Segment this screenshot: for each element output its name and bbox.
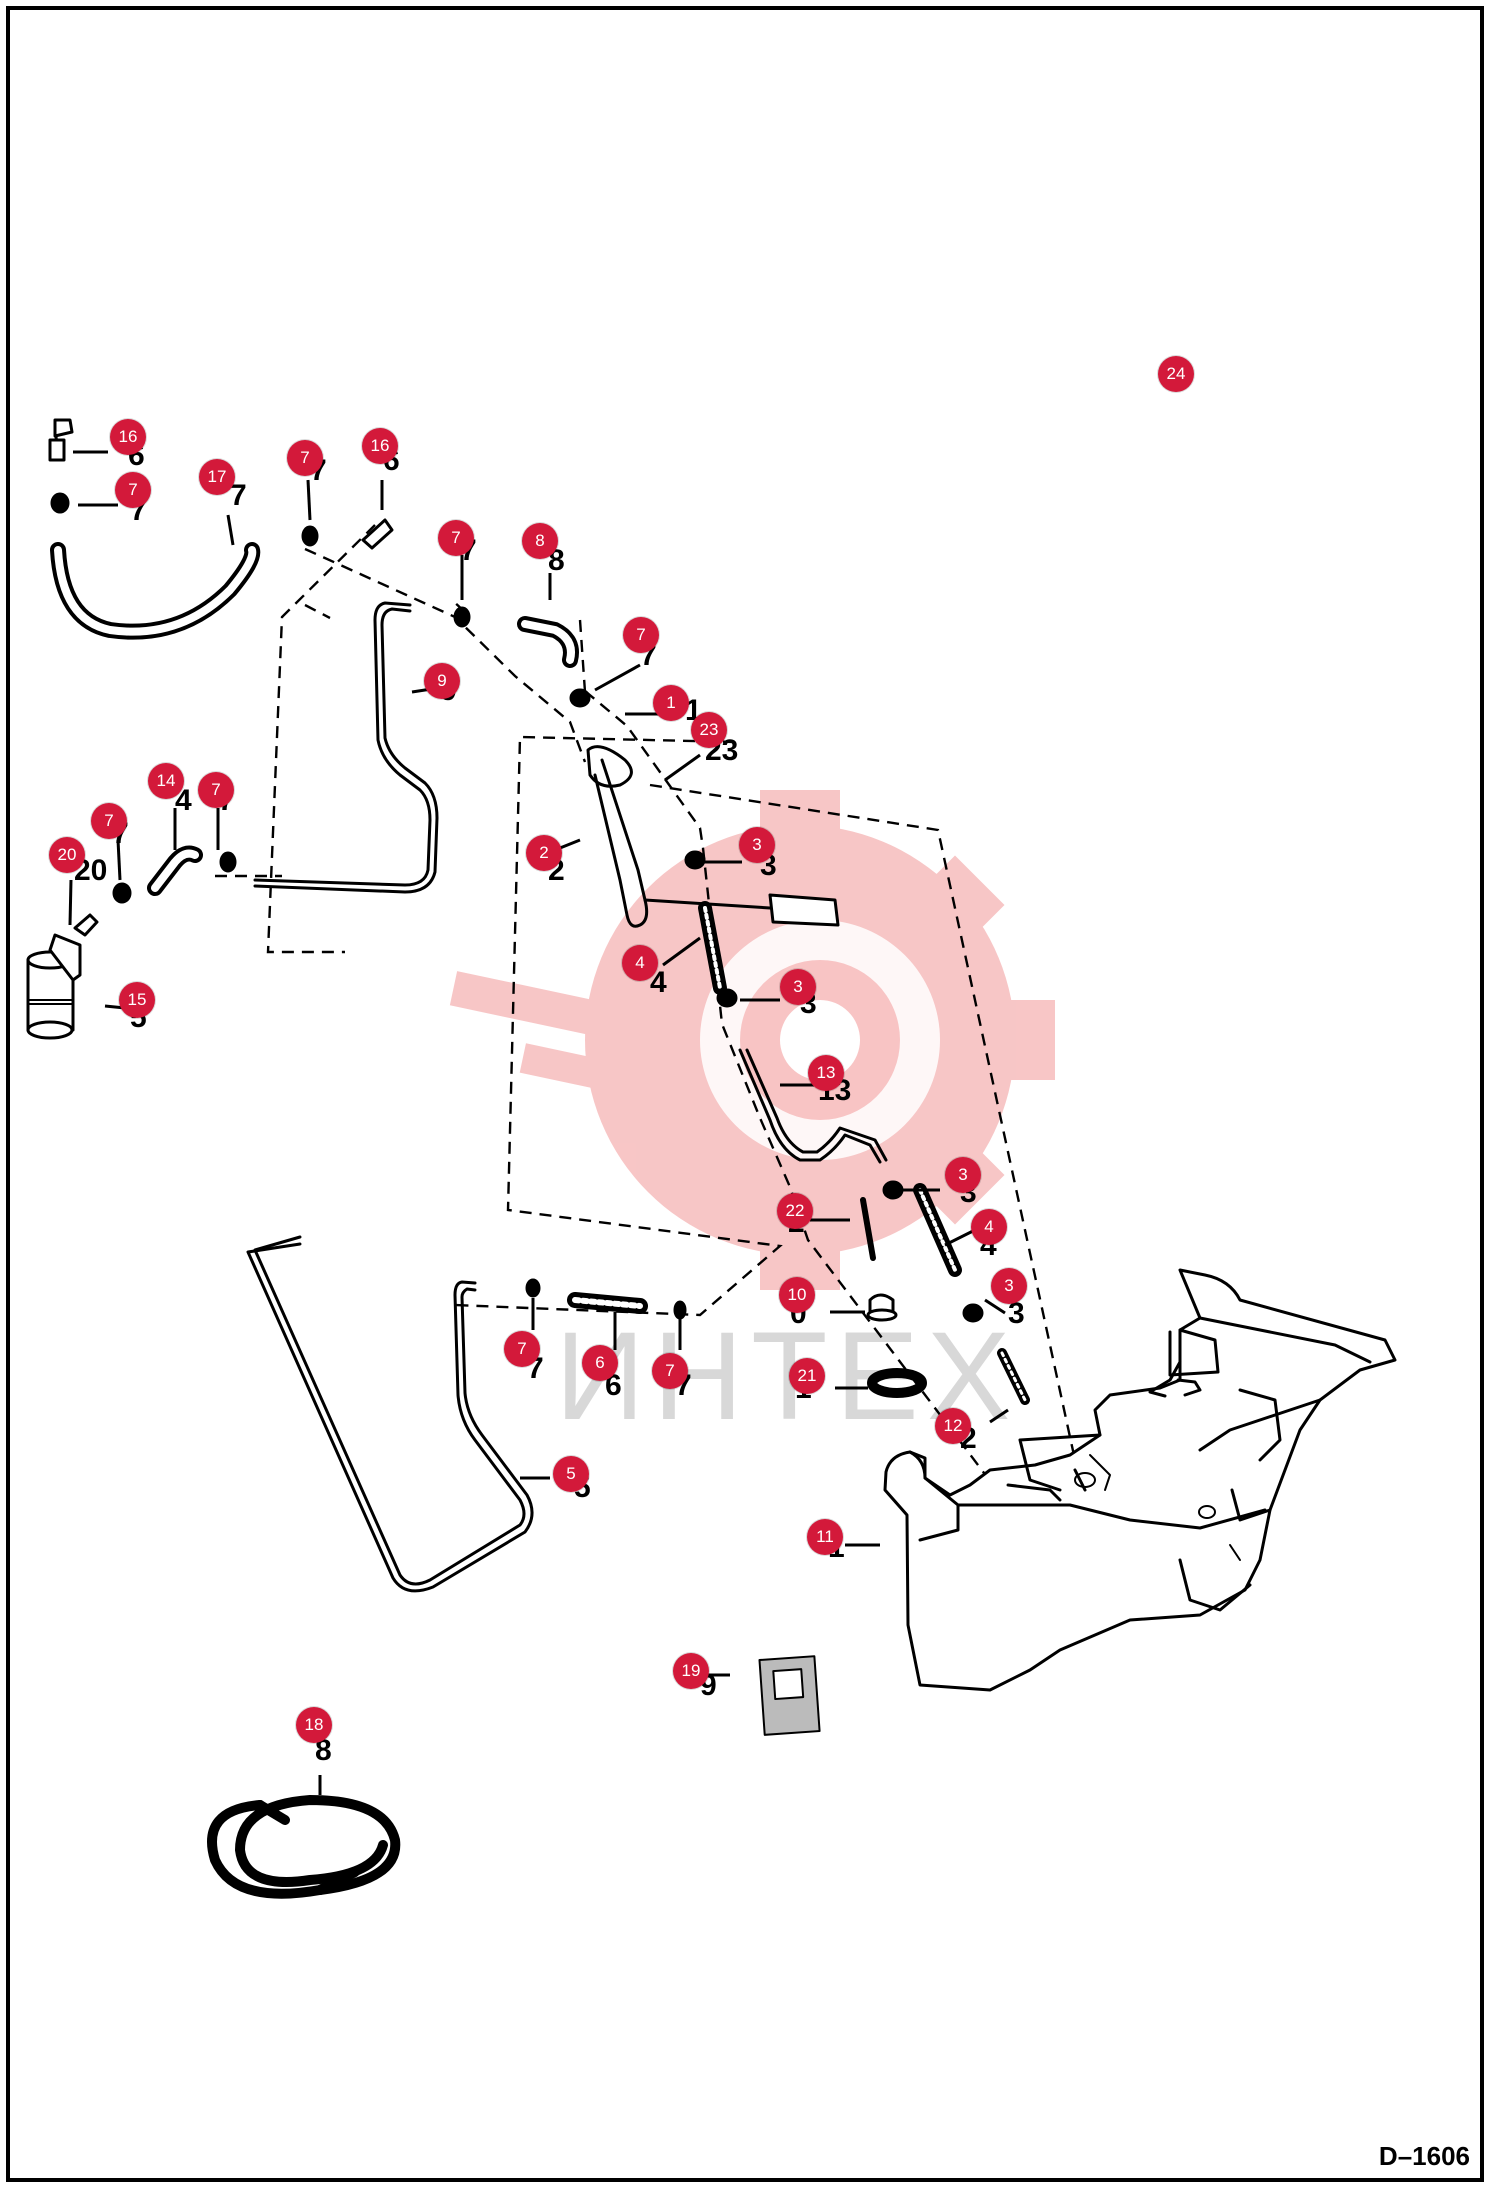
callout-4[interactable]: 4 — [971, 1209, 1007, 1245]
callout-13[interactable]: 13 — [808, 1055, 844, 1091]
callout-7[interactable]: 7 — [91, 803, 127, 839]
callout-23[interactable]: 23 — [691, 712, 727, 748]
callout-6[interactable]: 6 — [582, 1345, 618, 1381]
callout-7[interactable]: 7 — [287, 440, 323, 476]
drawing-frame — [6, 6, 1484, 2182]
leader-lines — [68, 450, 1009, 1795]
callout-24[interactable]: 24 — [1158, 356, 1194, 392]
svg-text:3: 3 — [1008, 1297, 1025, 1330]
callout-3[interactable]: 3 — [945, 1157, 981, 1193]
svg-text:7: 7 — [230, 479, 247, 512]
callout-4[interactable]: 4 — [622, 945, 658, 981]
callout-14[interactable]: 14 — [148, 763, 184, 799]
drawing-code: D–1606 — [1378, 2141, 1470, 2171]
callout-7[interactable]: 7 — [115, 472, 151, 508]
callout-21[interactable]: 21 — [789, 1358, 825, 1394]
callout-7[interactable]: 7 — [438, 520, 474, 556]
callout-2[interactable]: 2 — [526, 835, 562, 871]
callout-3[interactable]: 3 — [739, 827, 775, 863]
callout-22[interactable]: 22 — [777, 1193, 813, 1229]
callout-20[interactable]: 20 — [49, 837, 85, 873]
callout-1[interactable]: 1 — [653, 685, 689, 721]
watermark-text: ИНТЕХ — [555, 1307, 1019, 1446]
callout-10[interactable]: 10 — [779, 1277, 815, 1313]
callout-9[interactable]: 9 — [424, 663, 460, 699]
callout-3[interactable]: 3 — [991, 1268, 1027, 1304]
callout-16[interactable]: 16 — [362, 428, 398, 464]
callout-5[interactable]: 5 — [553, 1456, 589, 1492]
callout-19[interactable]: 19 — [673, 1653, 709, 1689]
callout-7[interactable]: 7 — [198, 772, 234, 808]
callout-11[interactable]: 11 — [807, 1519, 843, 1555]
callout-3[interactable]: 3 — [780, 969, 816, 1005]
callout-17[interactable]: 17 — [199, 459, 235, 495]
callout-16[interactable]: 16 — [110, 419, 146, 455]
parts-line-art — [26, 418, 1397, 1899]
callout-18[interactable]: 18 — [296, 1707, 332, 1743]
callout-7[interactable]: 7 — [652, 1353, 688, 1389]
callout-12[interactable]: 12 — [935, 1408, 971, 1444]
svg-text:8: 8 — [315, 1734, 332, 1767]
callout-7[interactable]: 7 — [623, 617, 659, 653]
callout-7[interactable]: 7 — [504, 1331, 540, 1367]
callout-15[interactable]: 15 — [119, 982, 155, 1018]
callout-8[interactable]: 8 — [522, 523, 558, 559]
svg-text:4: 4 — [650, 966, 667, 999]
